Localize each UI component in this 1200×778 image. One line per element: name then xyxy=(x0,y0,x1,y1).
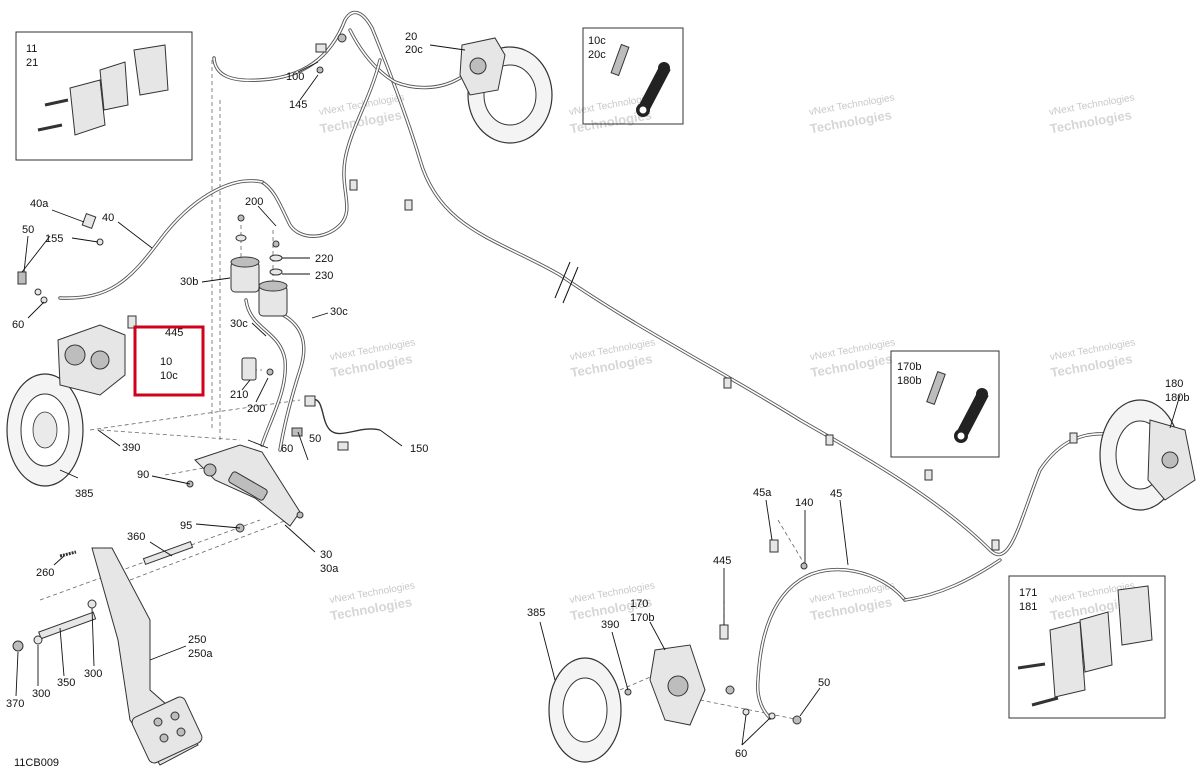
callout-155: 155 xyxy=(45,233,63,245)
callout-labels: 100 145 20 20c 40a 40 50 155 60 200 220 … xyxy=(6,31,1189,760)
inset-label: 180b xyxy=(897,375,921,387)
inset-label: 170b xyxy=(897,361,921,373)
callout-445: 445 xyxy=(713,555,731,567)
inset-label: 11 xyxy=(26,43,37,55)
inset-label: 10c xyxy=(588,35,606,47)
callout-60: 60 xyxy=(735,748,747,760)
front-right-caliper xyxy=(315,33,506,96)
callout-390: 390 xyxy=(122,442,140,454)
callout-385: 385 xyxy=(75,488,93,500)
callout-30: 30 xyxy=(320,549,332,561)
callout-260: 260 xyxy=(36,567,54,579)
callout-30c: 30c xyxy=(230,318,248,330)
assembly-dashed-lines xyxy=(39,60,806,721)
callout-30a: 30a xyxy=(320,563,339,575)
callout-360: 360 xyxy=(127,531,145,543)
callout-45a: 45a xyxy=(753,487,772,499)
callout-50: 50 xyxy=(818,677,830,689)
callout-300: 300 xyxy=(84,668,102,680)
callout-20c: 20c xyxy=(405,44,423,56)
callout-30b: 30b xyxy=(180,276,198,288)
reservoir-hardware xyxy=(235,214,283,381)
callout-390: 390 xyxy=(601,619,619,631)
brake-fluid-reservoir-1 xyxy=(230,256,260,293)
callout-100: 100 xyxy=(286,71,304,83)
leader-lines xyxy=(15,44,1181,746)
inset-label: 181 xyxy=(1019,601,1037,613)
highlight-box: 445 10 10c xyxy=(133,325,205,397)
inset-front-brake-pads: 11 21 xyxy=(15,31,193,161)
callout-40a: 40a xyxy=(30,198,49,210)
highlight-label: 10 xyxy=(160,356,172,368)
callout-60: 60 xyxy=(281,443,293,455)
inset-label: 21 xyxy=(26,57,38,69)
inset-rear-bleeder-valve: 170b 180b xyxy=(890,350,1000,458)
highlight-label: 10c xyxy=(160,370,178,382)
callout-90: 90 xyxy=(137,469,149,481)
callout-20: 20 xyxy=(405,31,417,43)
callout-60: 60 xyxy=(12,319,24,331)
front-left-caliper xyxy=(57,315,137,396)
front-left-brake-rotor xyxy=(6,373,84,487)
callout-370: 370 xyxy=(6,698,24,710)
inset-label: 171 xyxy=(1019,587,1037,599)
rear-hose-hardware xyxy=(742,539,808,725)
callout-200: 200 xyxy=(247,403,265,415)
callout-50: 50 xyxy=(309,433,321,445)
brake-pedal xyxy=(12,540,203,766)
diagram-id: 11CB009 xyxy=(14,757,59,769)
rear-left-brake-rotor xyxy=(548,657,622,763)
callout-170b: 170b xyxy=(630,612,654,624)
watermark-layer: vNext Technologies Technologies vNext Te… xyxy=(318,92,1136,623)
callout-95: 95 xyxy=(180,520,192,532)
brake-fluid-reservoir-2 xyxy=(258,280,288,317)
callout-140: 140 xyxy=(795,497,813,509)
callout-150: 150 xyxy=(410,443,428,455)
banjo-fitting xyxy=(17,213,104,304)
inset-rear-brake-pads: 171 181 xyxy=(1008,575,1166,719)
callout-230: 230 xyxy=(315,270,333,282)
callout-250: 250 xyxy=(188,634,206,646)
master-cylinder xyxy=(186,444,304,533)
callout-350: 350 xyxy=(57,677,75,689)
inset-front-bleeder-valve: 10c 20c xyxy=(582,27,684,125)
callout-300: 300 xyxy=(32,688,50,700)
callout-145: 145 xyxy=(289,99,307,111)
callout-385: 385 xyxy=(527,607,545,619)
callout-40: 40 xyxy=(102,212,114,224)
callout-50: 50 xyxy=(22,224,34,236)
brake-light-switch xyxy=(291,395,349,451)
callout-180: 180 xyxy=(1165,378,1183,390)
brake-hoses xyxy=(58,10,1117,720)
highlight-label: 445 xyxy=(165,327,183,339)
callout-250a: 250a xyxy=(188,648,213,660)
callout-45: 45 xyxy=(830,488,842,500)
rear-right-caliper xyxy=(1147,419,1196,501)
rear-left-caliper xyxy=(624,624,735,726)
callout-180b: 180b xyxy=(1165,392,1189,404)
callout-30c: 30c xyxy=(330,306,348,318)
callout-200: 200 xyxy=(245,196,263,208)
inset-label: 20c xyxy=(588,49,606,61)
callout-210: 210 xyxy=(230,389,248,401)
callout-170: 170 xyxy=(630,598,648,610)
callout-220: 220 xyxy=(315,253,333,265)
